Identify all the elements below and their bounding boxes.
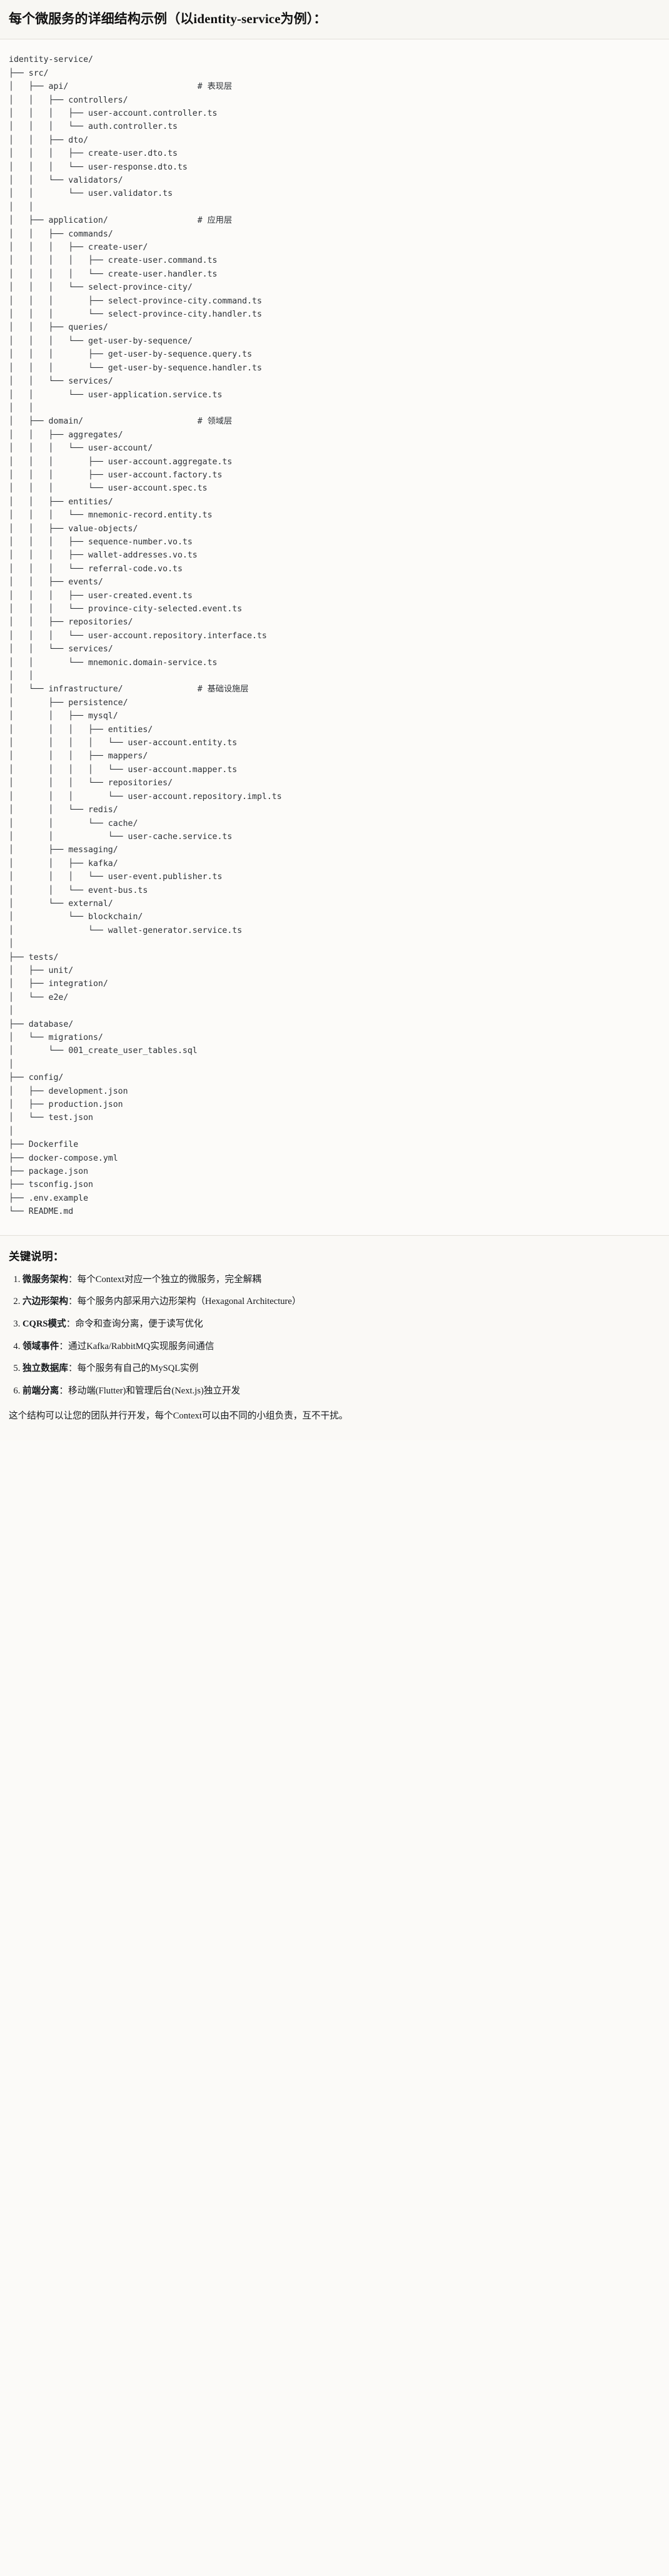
list-item: CQRS模式：命令和查询分离，便于读写优化 bbox=[23, 1317, 660, 1331]
note-separator: ： bbox=[59, 1385, 68, 1396]
note-separator: ： bbox=[68, 1363, 78, 1374]
note-separator: ： bbox=[59, 1341, 68, 1352]
directory-tree-section: identity-service/ ├── src/ │ ├── api/ # … bbox=[0, 39, 669, 1236]
document-root: 每个微服务的详细结构示例（以identity-service为例）： ident… bbox=[0, 0, 669, 1440]
note-description: 命令和查询分离，便于读写优化 bbox=[75, 1318, 203, 1329]
note-term: 领域事件 bbox=[23, 1341, 59, 1352]
note-description: 每个服务内部采用六边形架构（Hexagonal Architecture） bbox=[77, 1296, 301, 1307]
note-description: 每个Context对应一个独立的微服务，完全解耦 bbox=[77, 1274, 261, 1285]
note-description: 移动端(Flutter)和管理后台(Next.js)独立开发 bbox=[68, 1385, 241, 1396]
note-separator: ： bbox=[68, 1296, 78, 1307]
note-description: 每个服务有自己的MySQL实例 bbox=[77, 1363, 199, 1374]
title-section: 每个微服务的详细结构示例（以identity-service为例）： bbox=[0, 0, 669, 40]
note-term: 独立数据库 bbox=[23, 1363, 68, 1374]
list-item: 微服务架构：每个Context对应一个独立的微服务，完全解耦 bbox=[23, 1273, 660, 1287]
list-item: 独立数据库：每个服务有自己的MySQL实例 bbox=[23, 1362, 660, 1376]
key-notes-heading: 关键说明： bbox=[9, 1250, 64, 1263]
note-description: 通过Kafka/RabbitMQ实现服务间通信 bbox=[68, 1341, 214, 1352]
note-term: 六边形架构 bbox=[23, 1296, 68, 1307]
note-term: 微服务架构 bbox=[23, 1274, 68, 1285]
note-separator: ： bbox=[66, 1318, 76, 1329]
note-term: 前端分离 bbox=[23, 1385, 59, 1396]
list-item: 领域事件：通过Kafka/RabbitMQ实现服务间通信 bbox=[23, 1340, 660, 1354]
list-item: 六边形架构：每个服务内部采用六边形架构（Hexagonal Architectu… bbox=[23, 1295, 660, 1309]
note-term: CQRS模式 bbox=[23, 1318, 66, 1329]
directory-tree: identity-service/ ├── src/ │ ├── api/ # … bbox=[9, 55, 282, 1217]
note-separator: ： bbox=[68, 1274, 78, 1285]
key-notes-section: 关键说明： 微服务架构：每个Context对应一个独立的微服务，完全解耦 六边形… bbox=[0, 1235, 669, 1440]
page-title: 每个微服务的详细结构示例（以identity-service为例）： bbox=[9, 11, 327, 26]
key-notes-list: 微服务架构：每个Context对应一个独立的微服务，完全解耦 六边形架构：每个服… bbox=[9, 1273, 660, 1398]
closing-paragraph: 这个结构可以让您的团队并行开发，每个Context可以由不同的小组负责，互不干扰… bbox=[9, 1411, 348, 1422]
list-item: 前端分离：移动端(Flutter)和管理后台(Next.js)独立开发 bbox=[23, 1384, 660, 1398]
